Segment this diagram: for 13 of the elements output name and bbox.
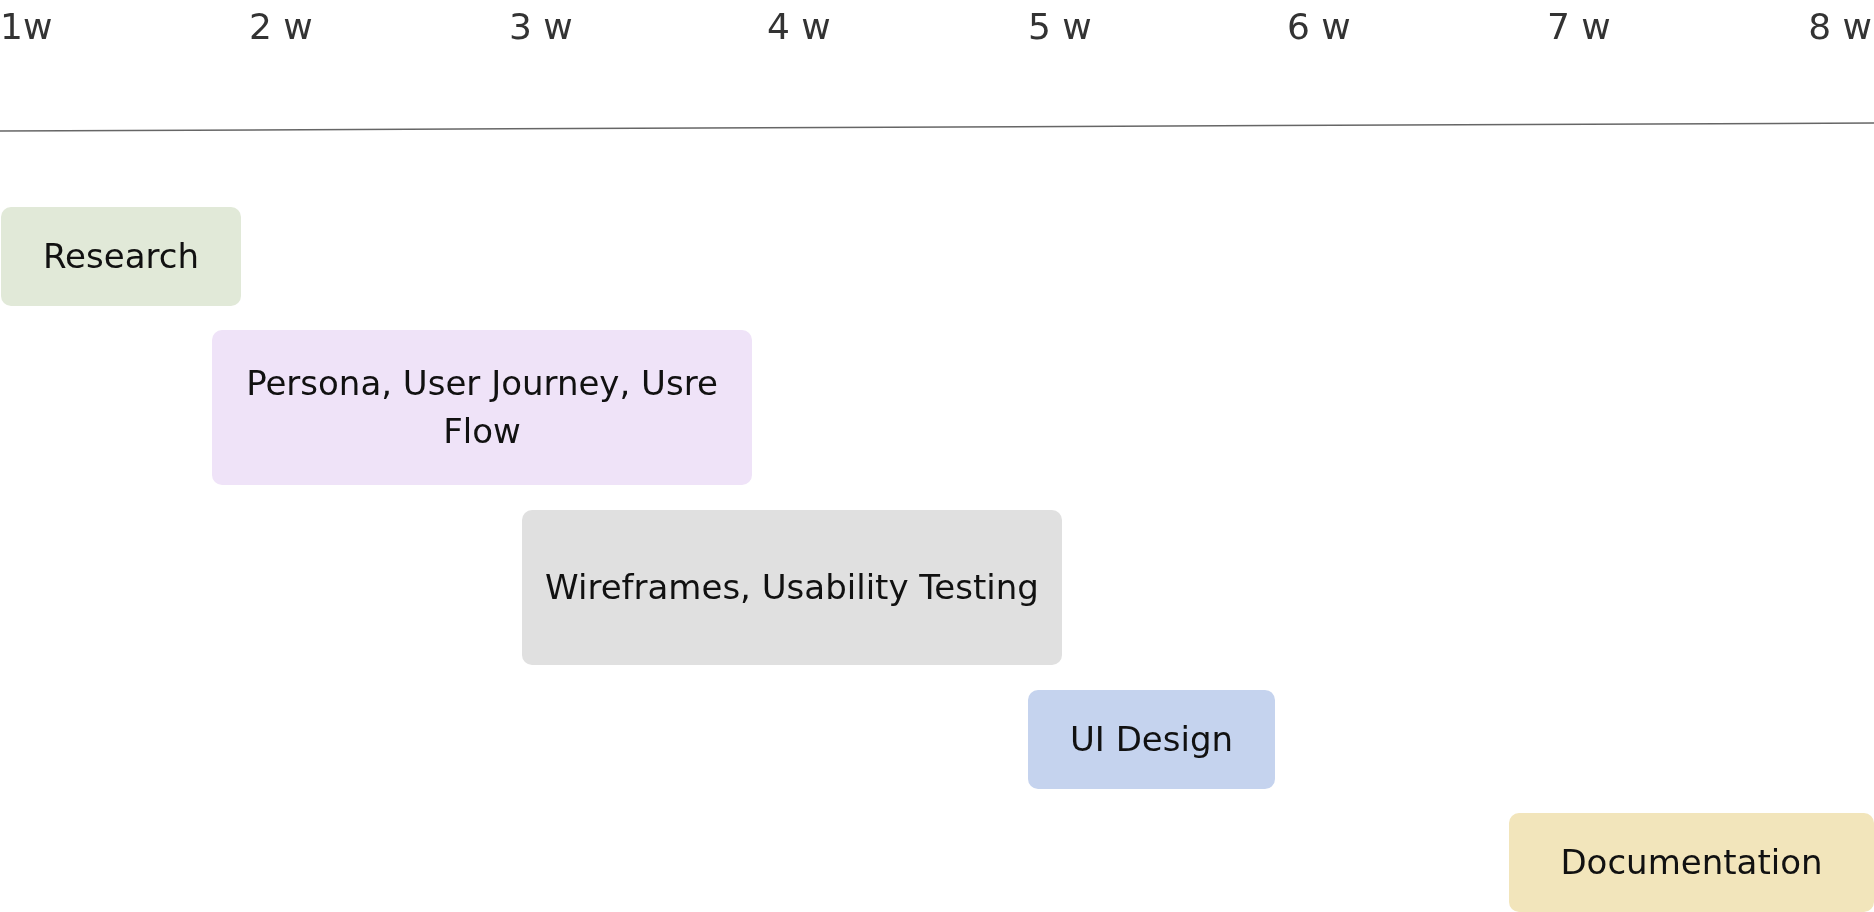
task-bar: Documentation xyxy=(1509,813,1874,912)
week-label: 4 w xyxy=(767,6,831,47)
week-label: 8 w xyxy=(1808,6,1872,47)
task-bar: UI Design xyxy=(1028,690,1275,789)
task-bar: Wireframes, Usability Testing xyxy=(522,510,1062,665)
task-bar: Research xyxy=(1,207,241,306)
week-label: 2 w xyxy=(249,6,313,47)
week-label: 3 w xyxy=(509,6,573,47)
task-bar: Persona, User Journey, Usre Flow xyxy=(212,330,752,485)
week-label: 5 w xyxy=(1028,6,1092,47)
week-label: 7 w xyxy=(1547,6,1611,47)
week-label: 1w xyxy=(0,6,53,47)
week-label: 6 w xyxy=(1287,6,1351,47)
